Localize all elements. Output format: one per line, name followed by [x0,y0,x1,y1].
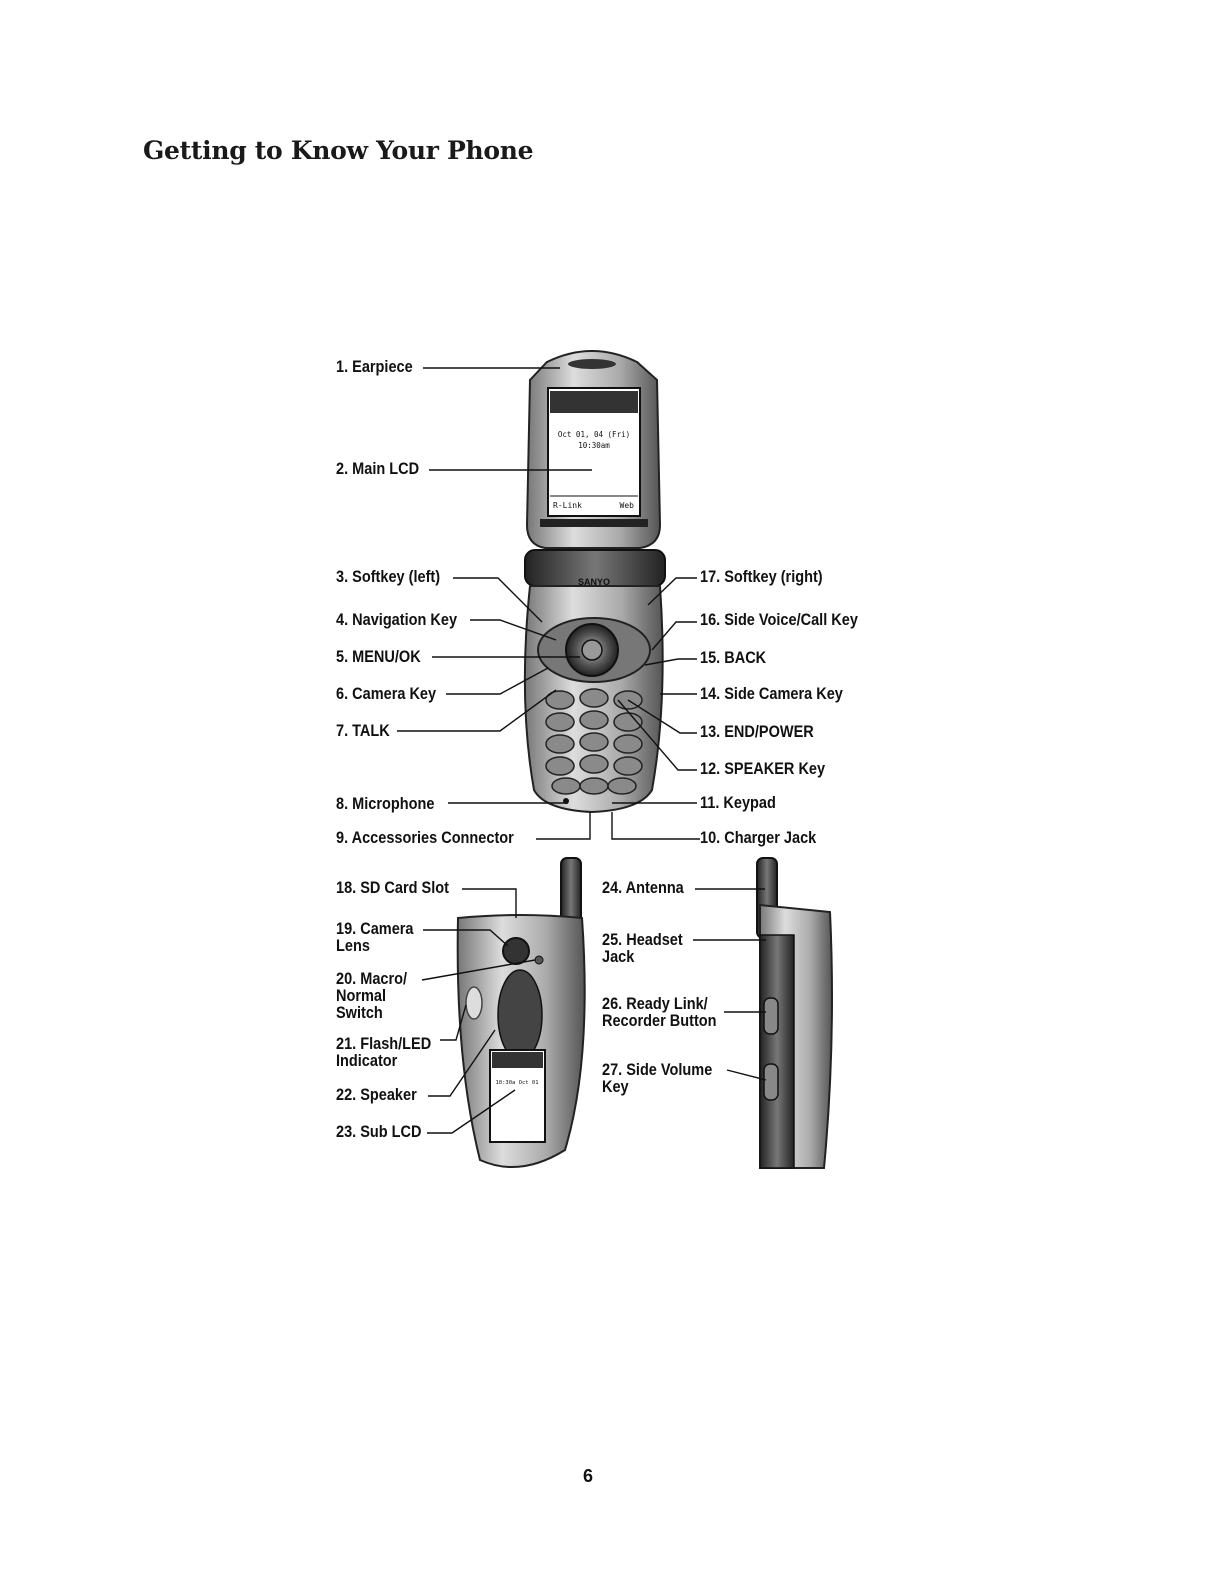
label-talk: 7. TALK [336,722,390,740]
label-side-camera-key: 14. Side Camera Key [700,685,843,703]
label-flash-led-indicator: 21. Flash/LED Indicator [336,1035,432,1070]
label-sd-card-slot: 18. SD Card Slot [336,879,449,897]
label-softkey-left: 3. Softkey (left) [336,568,441,586]
camera-lens [502,937,530,965]
label-softkey-right: 17. Softkey (right) [700,568,823,586]
earpiece-grill [568,359,616,369]
label-camera-lens: 19. Camera Lens [336,920,414,955]
label-speaker-key: 12. SPEAKER Key [700,760,826,778]
label-ready-link-recorder-button: 26. Ready Link/ Recorder Button [602,995,717,1030]
ready-link-button [763,997,779,1035]
menu-ok-key [581,639,603,661]
label-side-volume-key: 27. Side Volume Key [602,1061,713,1096]
label-earpiece: 1. Earpiece [336,358,413,376]
keypad [545,688,643,795]
label-charger-jack: 10. Charger Jack [700,829,817,847]
side-phone-illustration [756,857,833,1169]
lcd-softkey-left-label: R-Link [553,501,582,510]
flash-led [465,986,483,1020]
label-macro-normal-switch: 20. Macro/ Normal Switch [336,970,408,1022]
lcd-softkey-right-label: Web [620,501,635,510]
lcd-time: 10:30am [578,441,610,450]
closed-phone-illustration: 10:30a Oct 01 [456,857,586,1169]
label-main-lcd: 2. Main LCD [336,460,420,478]
label-navigation-key: 4. Navigation Key [336,611,458,629]
label-end-power: 13. END/POWER [700,723,814,741]
speaker-grill [497,969,543,1061]
label-keypad: 11. Keypad [700,794,776,812]
sub-lcd-time: 10:30a Oct 01 [495,1080,538,1086]
label-headset-jack: 25. Headset Jack [602,931,683,966]
brand-logo: SANYO [578,577,610,587]
label-side-voice-call-key: 16. Side Voice/Call Key [700,611,858,629]
label-antenna: 24. Antenna [602,879,684,897]
label-accessories-connector: 9. Accessories Connector [336,829,514,847]
open-phone-illustration: Oct 01, 04 (Fri) 10:30am R-Link Web SANY… [523,350,666,814]
label-camera-key: 6. Camera Key [336,685,437,703]
lcd-date: Oct 01, 04 (Fri) [558,430,630,439]
label-sub-lcd: 23. Sub LCD [336,1123,422,1141]
side-volume-key [763,1063,779,1101]
page-title: Getting to Know Your Phone [143,136,534,165]
label-speaker: 22. Speaker [336,1086,417,1104]
label-microphone: 8. Microphone [336,795,435,813]
page-number: 6 [583,1466,594,1486]
label-back: 15. BACK [700,649,767,667]
label-menu-ok: 5. MENU/OK [336,648,421,666]
